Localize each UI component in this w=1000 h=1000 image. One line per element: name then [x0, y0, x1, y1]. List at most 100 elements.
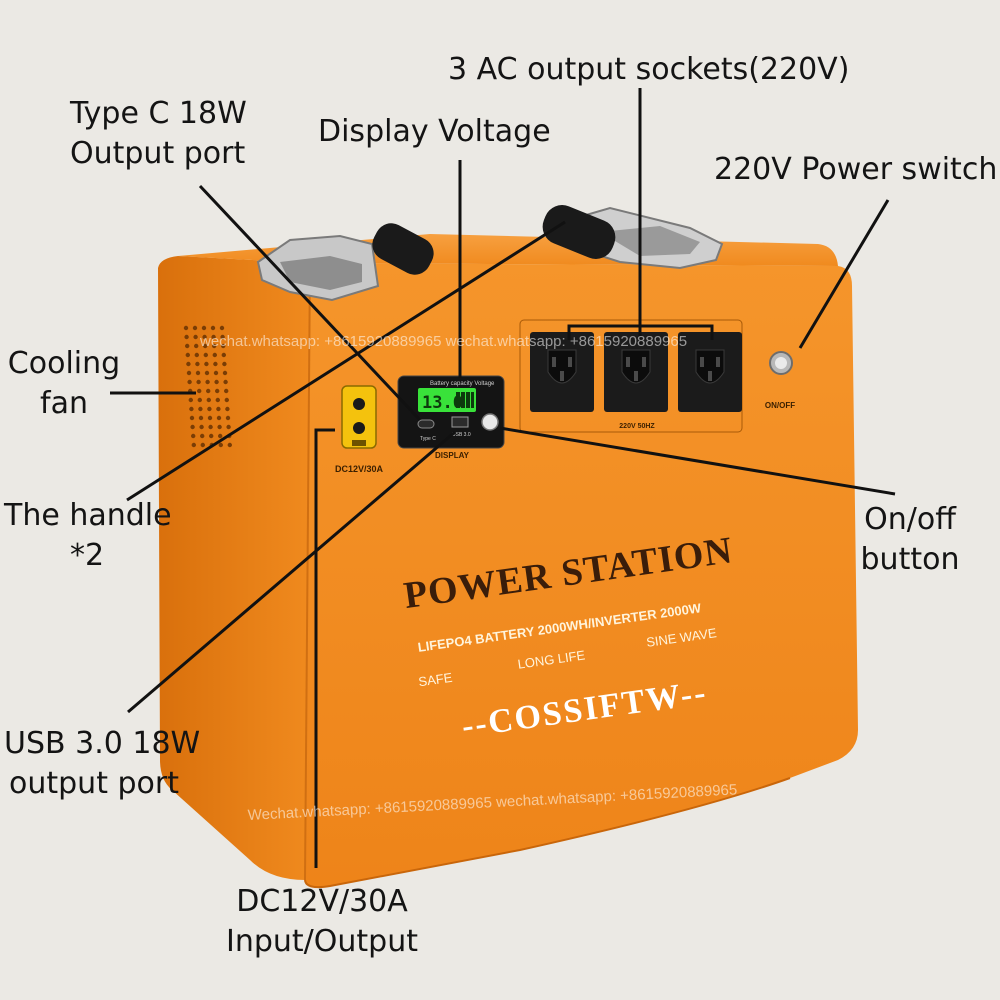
vent-hole [224, 388, 229, 394]
vent-hole [214, 379, 219, 385]
vent-hole [191, 442, 196, 448]
vent-hole [195, 361, 200, 367]
vent-hole [224, 397, 229, 403]
vent-hole [197, 388, 202, 394]
vent-hole [186, 370, 192, 376]
ac-sockets [530, 332, 742, 412]
vent-hole [206, 388, 211, 394]
handle-left[interactable] [256, 218, 439, 302]
vent-hole [185, 343, 190, 349]
vent-hole [215, 388, 220, 394]
watermark-top: wechat.whatsapp: +8615920889965 wechat.w… [199, 333, 687, 350]
vent-hole [208, 424, 213, 430]
leader-ac-sockets-bracket [567, 324, 714, 340]
leader-on-off-button [499, 426, 896, 496]
vent-hole [222, 370, 228, 376]
callout-handle: The handle *2 [4, 498, 172, 573]
vent-hole [186, 361, 191, 367]
usb-port[interactable] [451, 416, 469, 428]
vent-hole [201, 325, 207, 331]
vent-hole [207, 406, 212, 412]
vent-hole [226, 424, 231, 430]
vent-hole [183, 325, 189, 331]
vent-hole [205, 379, 210, 385]
ac-rating-label: 220V 50HZ [619, 423, 655, 430]
vent-hole [194, 343, 199, 349]
leader-handle [126, 220, 566, 502]
vent-hole [198, 406, 203, 412]
display-on-off-button[interactable] [481, 413, 499, 431]
ac-socket-1[interactable] [530, 332, 594, 412]
vent-hole [220, 334, 225, 340]
vent-hole [225, 415, 231, 421]
handle-right[interactable] [537, 200, 724, 270]
vent-hole [221, 343, 226, 349]
leader-usb [127, 430, 456, 714]
vent-hole [217, 424, 222, 430]
callout-on-off-button: On/off button [860, 502, 960, 577]
vent-hole [191, 433, 196, 439]
vent-hole [227, 442, 232, 448]
vent-hole [219, 325, 225, 331]
vent-hole [195, 370, 201, 376]
vent-hole [207, 415, 213, 421]
callout-power-switch: 220V Power switch [714, 152, 998, 187]
callout-display-voltage: Display Voltage [318, 114, 551, 149]
display-panel: Battery capacity Voltage 13.0 Type C USB… [397, 375, 505, 449]
vent-hole [190, 424, 195, 430]
vent-hole [193, 334, 198, 340]
callout-cooling-fan: Cooling fan [7, 346, 121, 421]
vent-hole [187, 379, 192, 385]
ac-socket-2[interactable] [604, 332, 668, 412]
vent-hole [212, 352, 217, 358]
vent-hole [204, 370, 210, 376]
vent-hole [222, 361, 227, 367]
dc-xt60-port[interactable] [341, 385, 377, 449]
vent-hole [204, 361, 209, 367]
vent-hole [225, 406, 230, 412]
vent-hole [200, 433, 205, 439]
vent-hole [198, 415, 204, 421]
tag-safe: SAFE [418, 670, 454, 690]
vent-hole [184, 334, 189, 340]
power-switch[interactable] [769, 351, 793, 375]
leader-dc-port [314, 428, 335, 868]
vent-hole [212, 343, 217, 349]
vent-hole [223, 379, 228, 385]
usb-port-label: USB 3.0 [452, 432, 471, 438]
vent-hole [188, 397, 193, 403]
vent-hole [197, 397, 202, 403]
callout-type-c: Type C 18W Output port [70, 96, 247, 171]
vent-hole [203, 343, 208, 349]
vent-hole [194, 352, 199, 358]
vent-hole [192, 325, 198, 331]
vent-hole [213, 370, 219, 376]
ac-socket-3[interactable] [678, 332, 742, 412]
vent-hole [199, 424, 204, 430]
vent-hole [206, 397, 211, 403]
vent-hole [189, 415, 195, 421]
callout-leader-lines [110, 88, 896, 868]
vent-hole [209, 433, 214, 439]
type-c-port-label: Type C [420, 436, 436, 442]
type-c-port[interactable] [417, 419, 435, 429]
vent-hole [218, 433, 223, 439]
leader-type-c [198, 184, 422, 422]
callout-ac-sockets: 3 AC output sockets(220V) [448, 52, 850, 87]
dc-port-label: DC12V/30A [335, 464, 384, 474]
power-switch-label: ON/OFF [765, 401, 795, 410]
vent-hole [211, 334, 216, 340]
vent-hole [202, 334, 207, 340]
vent-hole [189, 406, 194, 412]
vent-hole [215, 397, 220, 403]
lcd-battery-bars-icon [456, 392, 474, 408]
leader-power-switch [798, 199, 890, 349]
callout-usb: USB 3.0 18W output port [4, 726, 201, 801]
vent-hole [185, 352, 190, 358]
display-label: DISPLAY [435, 451, 470, 460]
lcd-voltage-reading: 13.0 [422, 393, 463, 413]
vent-hole [196, 379, 201, 385]
lcd-header: Battery capacity Voltage [430, 381, 495, 387]
vent-hole [216, 406, 221, 412]
